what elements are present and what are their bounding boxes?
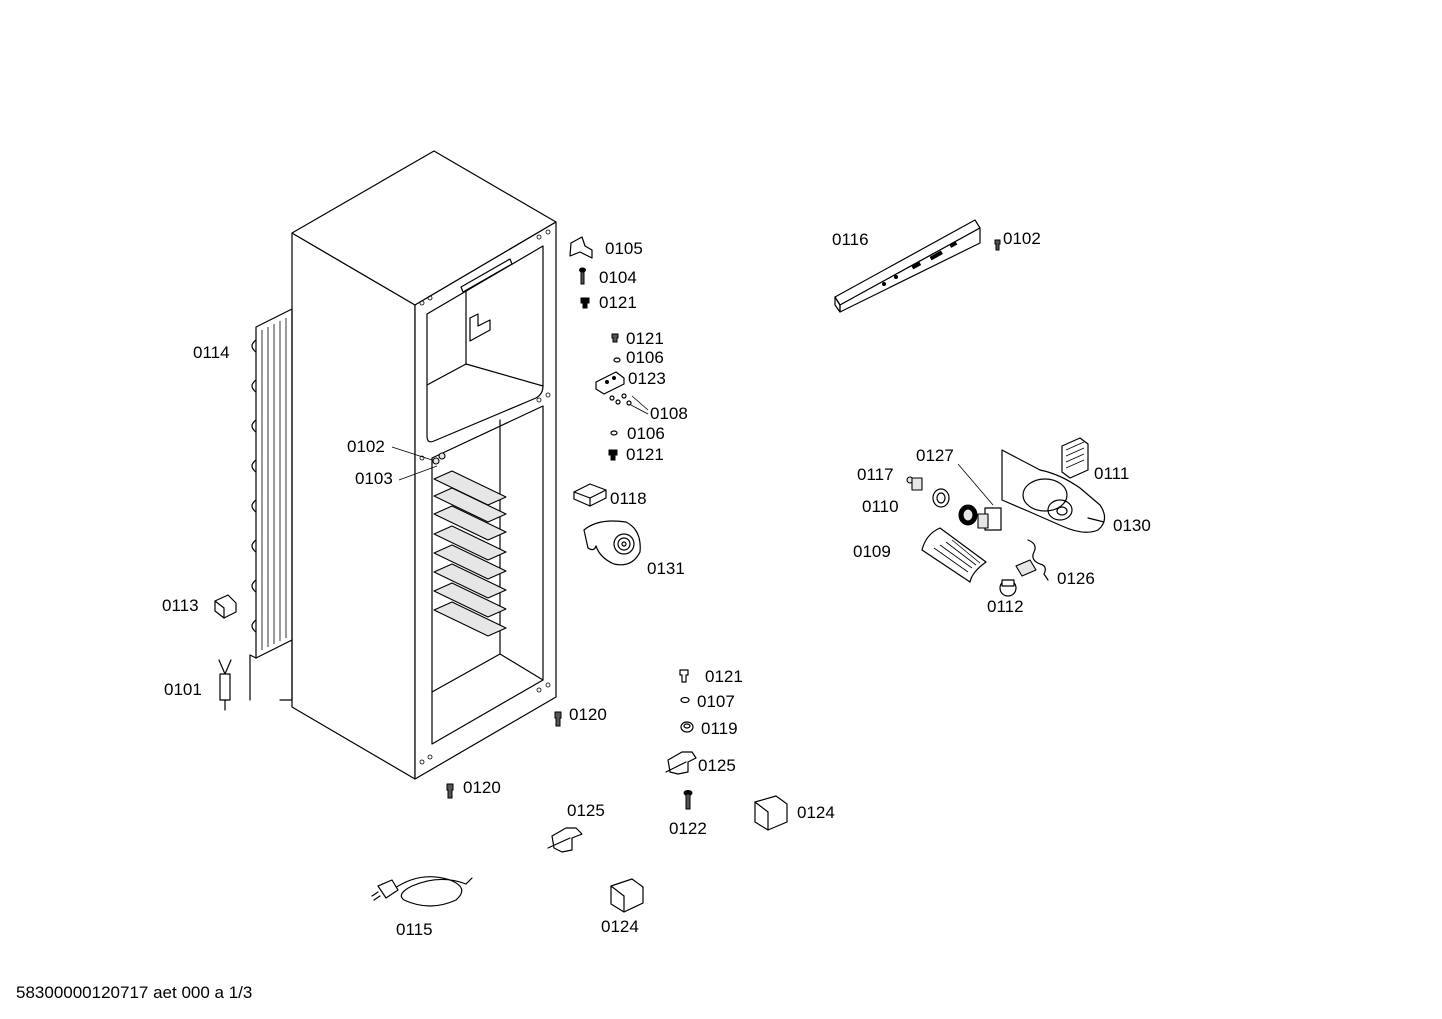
label-0112: 0112: [987, 597, 1024, 616]
label-0121: 0121: [599, 293, 637, 312]
part-0125a: [665, 751, 697, 775]
label-0108: 0108: [650, 404, 688, 423]
label-0110: 0110: [862, 497, 899, 516]
part-0121a: [580, 297, 590, 309]
label-0130: 0130: [1113, 516, 1151, 535]
label-0102: 0102: [347, 437, 385, 456]
part-0124a: [754, 795, 788, 831]
label-0125: 0125: [698, 756, 736, 775]
label-0118: 0118: [610, 489, 647, 508]
part-0120b: [446, 783, 454, 799]
part-labels: 0105 0104 0121 0121 0106 0123 0108 0106 …: [162, 229, 1151, 939]
label-0131: 0131: [647, 559, 685, 578]
label-0109: 0109: [853, 542, 891, 561]
part-0122: [683, 790, 693, 810]
document-reference: 58300000120717 aet 000 a 1/3: [16, 983, 252, 1002]
label-0121: 0121: [626, 445, 664, 464]
label-0124: 0124: [601, 917, 639, 936]
refrigerator-cabinet: [291, 150, 557, 780]
part-0104: [579, 267, 586, 285]
label-0111: 0111: [1094, 464, 1129, 483]
condenser-grid: [261, 318, 287, 650]
label-0102: 0102: [1003, 229, 1041, 248]
label-0106: 0106: [627, 424, 665, 443]
label-0113: 0113: [162, 596, 199, 615]
lamp-assembly: [906, 437, 1106, 597]
part-0120a: [554, 711, 562, 727]
part-0125b: [547, 827, 583, 853]
part-0121c: [608, 449, 618, 461]
leader-lines: [391, 446, 438, 481]
part-0121b: [611, 333, 619, 343]
label-0125: 0125: [567, 801, 605, 820]
part-0106a: [613, 357, 621, 363]
label-0116: 0116: [832, 230, 869, 249]
part-0123: [595, 371, 625, 395]
part-0121d: [679, 669, 689, 683]
label-0114: 0114: [193, 343, 230, 362]
label-0103: 0103: [355, 469, 393, 488]
label-0115: 0115: [396, 920, 433, 939]
part-0101: [218, 659, 232, 711]
frame-holes: [419, 229, 551, 765]
condenser-coil: [249, 308, 293, 701]
label-0121: 0121: [626, 329, 664, 348]
part-0124b: [610, 878, 644, 913]
label-0105: 0105: [605, 239, 643, 258]
label-0120: 0120: [463, 778, 501, 797]
label-0119: 0119: [701, 719, 738, 738]
label-0101: 0101: [164, 680, 202, 699]
label-0126: 0126: [1057, 569, 1095, 588]
label-0122: 0122: [669, 819, 707, 838]
label-0106: 0106: [626, 348, 664, 367]
label-0124: 0124: [797, 803, 835, 822]
part-0108: [609, 393, 649, 415]
control-panel: [834, 219, 981, 313]
label-0117: 0117: [857, 465, 894, 484]
label-0120: 0120: [569, 705, 607, 724]
shelf-rails: [433, 470, 507, 637]
label-0121: 0121: [705, 667, 743, 686]
part-0113: [214, 594, 237, 619]
part-0102b: [994, 239, 1001, 251]
part-0115: [371, 876, 473, 907]
part-0107: [680, 696, 690, 704]
label-0127: 0127: [916, 446, 954, 465]
label-0107: 0107: [697, 692, 735, 711]
part-0131: [583, 520, 641, 566]
label-0104: 0104: [599, 268, 637, 287]
part-0118: [573, 483, 607, 507]
part-0105: [569, 236, 593, 259]
part-0106b: [610, 430, 618, 436]
part-0119: [680, 721, 694, 733]
label-0123: 0123: [628, 369, 666, 388]
